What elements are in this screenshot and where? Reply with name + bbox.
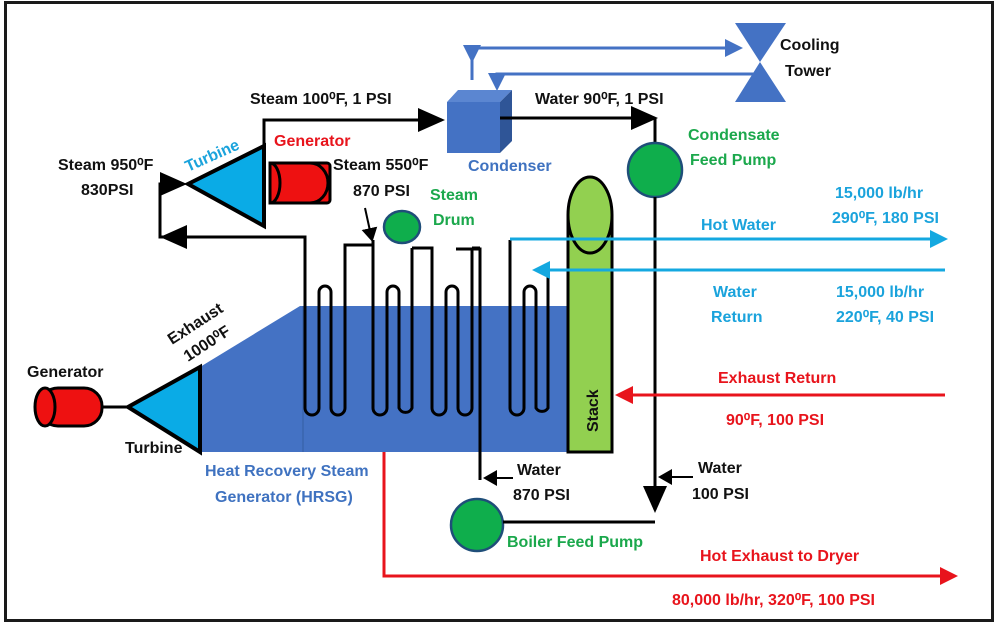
steam-drum <box>382 209 422 245</box>
steam-drum-label-1: Steam <box>430 187 478 204</box>
steam-550-pointer <box>361 207 378 242</box>
steam-generator-label: Generator <box>274 133 350 150</box>
evaporator-coil <box>412 246 474 417</box>
stack-label: Stack <box>585 389 602 432</box>
water-870-label-1: Water <box>517 462 561 479</box>
exhaust-return-cond-label: 90⁰F, 100 PSI <box>726 412 824 429</box>
cooling-water-loop <box>463 39 760 91</box>
hot-water-cond-label: 290⁰F, 180 PSI <box>832 210 939 227</box>
water-870-label-2: 870 PSI <box>513 487 570 504</box>
hrsg-label-2: Generator (HRSG) <box>215 489 353 506</box>
water-100-label-2: 100 PSI <box>692 486 749 503</box>
steam-lp-line <box>262 108 445 155</box>
cooling-tower <box>735 23 786 102</box>
cooling-tower-top <box>735 23 786 62</box>
steam-mid-label-1: Steam 550⁰F <box>333 157 429 174</box>
hot-water-label: Hot Water <box>701 217 776 234</box>
stack <box>566 175 614 454</box>
steam-generator-body <box>268 161 330 205</box>
hot-exhaust-label: Hot Exhaust to Dryer <box>700 548 859 565</box>
condenser <box>447 90 512 153</box>
gas-turbine <box>124 363 202 456</box>
boiler-feed-pump-label: Boiler Feed Pump <box>507 534 643 551</box>
boiler-feed-pump <box>449 497 505 553</box>
drum-downcomer <box>456 247 482 480</box>
cooling-tower-label-1: Cooling <box>780 37 840 54</box>
superheater-coil <box>300 235 414 417</box>
condensate-pump-label-1: Condensate <box>688 127 780 144</box>
water-return-label-1: Water <box>713 284 757 301</box>
condenser-label: Condenser <box>468 158 552 175</box>
hrsg-label-1: Heat Recovery Steam <box>205 463 369 480</box>
water-return-cond-label: 220⁰F, 40 PSI <box>836 309 934 326</box>
steam-turbine-set <box>183 142 332 230</box>
steam-turbine <box>183 142 266 230</box>
stack-body <box>566 175 614 454</box>
water-return-flow-label: 15,000 lb/hr <box>836 284 924 301</box>
steam-drum-label-2: Drum <box>433 212 475 229</box>
hot-exhaust-cond-label: 80,000 lb/hr, 320⁰F, 100 PSI <box>672 592 875 609</box>
water-100-label-1: Water <box>698 460 742 477</box>
hrsg <box>200 306 568 452</box>
cooling-return-line <box>488 72 760 91</box>
gas-turbine-set <box>33 363 202 456</box>
steam-hp-label-1: Steam 950⁰F <box>58 157 154 174</box>
water-return-label-2: Return <box>711 309 763 326</box>
water-condensate-label: Water 90⁰F, 1 PSI <box>535 91 664 108</box>
hrsg-body <box>200 306 568 452</box>
tube-bank <box>300 235 550 480</box>
gas-turbine-label: Turbine <box>125 440 183 457</box>
exhaust-return-label: Exhaust Return <box>718 370 836 387</box>
hot-water-flow-label: 15,000 lb/hr <box>835 185 923 202</box>
steam-hp-label-2: 830PSI <box>81 182 133 199</box>
steam-mid-label-2: 870 PSI <box>353 183 410 200</box>
steam-lp-label: Steam 100⁰F, 1 PSI <box>250 91 392 108</box>
condensate-feed-pump <box>626 141 684 199</box>
hot-exhaust-line <box>382 452 958 585</box>
hot-water-coil <box>508 240 550 417</box>
gas-generator-label: Generator <box>27 364 103 381</box>
cooling-tower-label-2: Tower <box>785 63 831 80</box>
cooling-tower-bottom <box>735 62 786 102</box>
condensate-pump-label-2: Feed Pump <box>690 152 776 169</box>
